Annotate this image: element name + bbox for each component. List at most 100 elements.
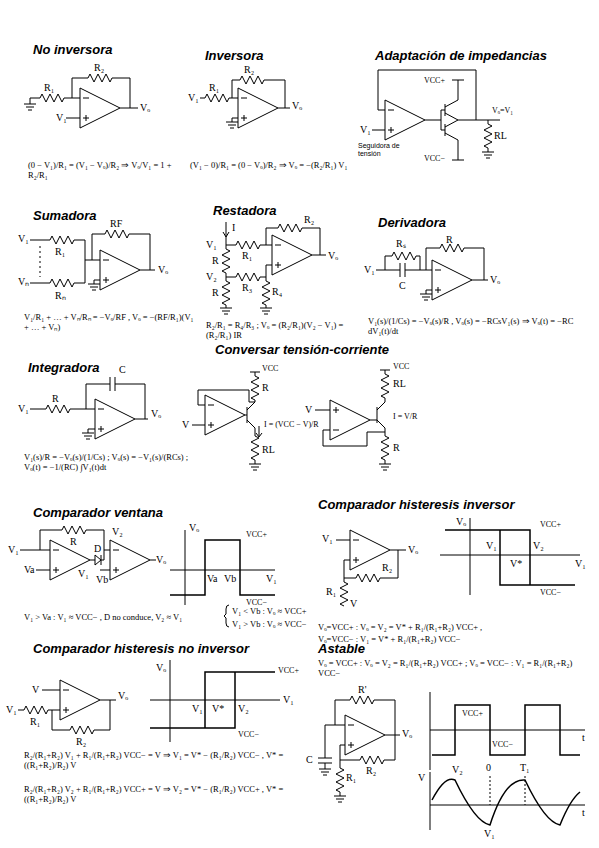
supply-label: VCC+: [462, 709, 483, 719]
signal-label: Rₛ: [396, 238, 406, 250]
component-symbol: [440, 244, 464, 252]
signal-label: V₁: [322, 533, 333, 545]
signal-label: V: [305, 404, 312, 416]
supply-label: I = (VCC − V)/R: [264, 420, 319, 430]
integradora-circuit: [30, 377, 148, 439]
signal-label: Vₒ: [490, 274, 500, 286]
component-symbol: [278, 224, 302, 232]
signal-label: Rₙ: [55, 290, 66, 302]
formula: V₁ > Vb : Vₒ ≈ VCC−: [232, 619, 306, 629]
no-inversora-circuit: [24, 74, 138, 128]
signal-label: V₁: [8, 544, 19, 556]
signal-label: Vₙ: [18, 276, 29, 288]
component-symbol: [345, 715, 385, 755]
component-symbol: [350, 696, 374, 704]
signal-label: V₁: [6, 704, 17, 716]
signal-label: V₂: [238, 703, 249, 715]
signal-label: RL: [494, 130, 507, 142]
supply-label: VCC−: [540, 588, 561, 598]
signal-label: R₃: [242, 282, 252, 294]
wire-path: [170, 540, 275, 595]
formula: (0 − V₁)/R₁ = (V₁ − Vₒ)/R₂ ⇒ Vₒ/V₁ = 1 +…: [28, 160, 183, 180]
conversor-circuit: [192, 370, 391, 470]
component-symbol: [356, 574, 380, 582]
signal-label: V: [418, 772, 425, 784]
wire-path: [336, 540, 406, 582]
supply-label: VCC−: [492, 740, 513, 750]
signal-label: V₁: [283, 694, 294, 706]
wire-path: [490, 776, 525, 805]
section-heading: Comparador histeresis no inversor: [33, 641, 249, 657]
signal-label: RL: [393, 378, 406, 390]
wire-path: [150, 672, 275, 728]
formula: Vₒ = VCC+ : Vₒ = V₂ = R₁/(R₁+R₂) VCC+ ; …: [318, 658, 593, 678]
signal-label: R₁: [346, 772, 356, 784]
component-symbol: [330, 400, 370, 440]
component-symbol: [379, 464, 391, 470]
signal-label: R: [393, 442, 400, 454]
signal-label: V₁: [78, 568, 89, 580]
signal-label: V₁: [192, 703, 203, 715]
supply-label: VCC+: [424, 76, 445, 86]
signal-label: R₂: [366, 765, 376, 777]
wire-path: [30, 234, 155, 284]
section-heading: No inversora: [33, 42, 112, 58]
component-symbol: [88, 284, 100, 290]
wire-path: [440, 518, 580, 595]
component-symbol: [319, 769, 331, 775]
signal-label: R₂: [76, 736, 86, 748]
signal-label: V₁: [18, 403, 29, 415]
signal-label: R₁: [326, 586, 336, 598]
component-symbol: [24, 706, 48, 714]
component-symbol: [251, 436, 259, 460]
component-symbol: [392, 252, 416, 260]
signal-label: Vₒ: [328, 250, 338, 262]
signal-label: RL: [262, 444, 275, 456]
wire-path: [224, 605, 229, 627]
component-symbol: [50, 236, 74, 244]
signal-label: R: [70, 536, 77, 548]
component-symbol: [484, 124, 492, 148]
component-symbol: [105, 230, 129, 238]
section-heading: Integradora: [28, 360, 100, 376]
component-symbol: [80, 88, 120, 128]
signal-label: R₁: [44, 82, 54, 94]
wire-path: [150, 660, 280, 742]
signal-label: t: [582, 807, 585, 819]
signal-label: Vb: [224, 573, 236, 585]
component-symbol: [88, 74, 112, 82]
component-symbol: [420, 294, 432, 300]
component-symbol: [50, 279, 74, 287]
signal-label: V₁: [56, 112, 67, 124]
signal-label: R: [52, 393, 59, 405]
supply-label: VCC−: [238, 730, 259, 740]
formula: V₁ > Va : V₁ ≈ VCC− , D no conduce, V₂ ≈…: [24, 612, 224, 622]
signal-label: V₂: [452, 764, 463, 776]
component-symbol: [220, 308, 232, 314]
signal-label: Vₒ: [156, 554, 166, 566]
component-symbol: [82, 433, 94, 439]
histeresis-no-inversor-circuit: [18, 660, 280, 742]
component-symbol: [60, 680, 100, 720]
sumadora-circuit: [30, 230, 155, 290]
wire-path: [40, 246, 41, 277]
signal-label: Va: [207, 573, 218, 585]
formula: V₁(s)/(1/Cs) = −Vₒ(s)/R , Vₒ(s) = −RCsV₁…: [368, 316, 593, 336]
formula: V₁(s)/R = −Vₒ(s)/(1/Cs) ; Vₒ(s) = −V₁(s)…: [24, 452, 199, 472]
signal-label: R: [212, 255, 219, 267]
component-symbol: [385, 100, 425, 140]
section-heading: Inversora: [205, 48, 264, 64]
signal-label: R₁: [209, 82, 219, 94]
signal-label: Va: [24, 564, 35, 576]
supply-label: VCC+: [246, 530, 267, 540]
signal-label: V₁: [188, 92, 199, 104]
restadora-circuit: [220, 222, 326, 314]
wire-path: [430, 692, 585, 830]
signal-label: V₂: [533, 540, 544, 552]
supply-label: Vₒ=V₁: [492, 106, 513, 116]
signal-label: R₄: [272, 286, 282, 298]
wire-path: [445, 530, 575, 585]
component-symbol: [236, 273, 260, 281]
wire-path: [432, 705, 580, 755]
